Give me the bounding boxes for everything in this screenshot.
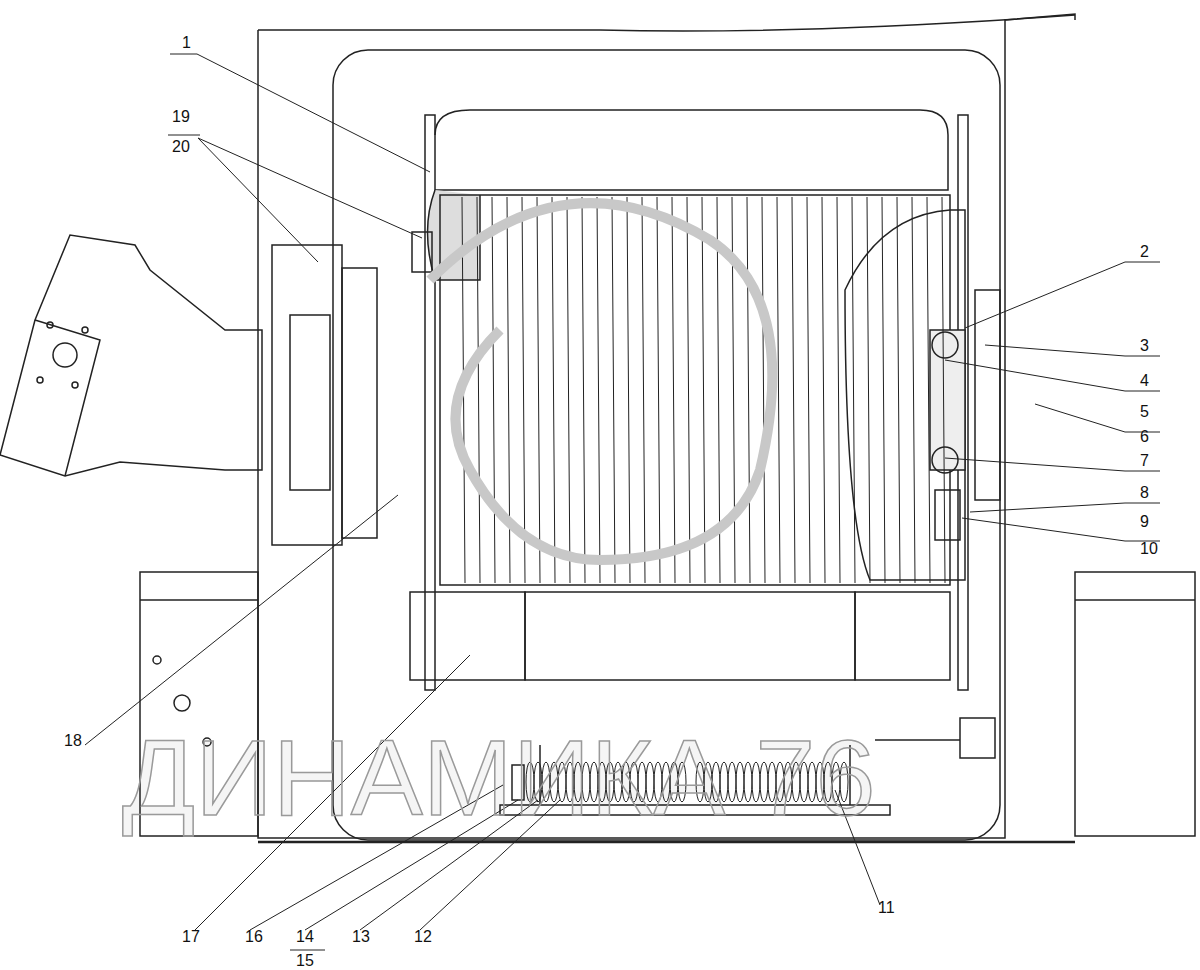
rope-turn	[837, 197, 840, 583]
callout-number: 9	[1140, 513, 1149, 531]
callout-number: 3	[1140, 337, 1149, 355]
rope-turn	[657, 197, 660, 583]
callout-number: 19	[172, 108, 190, 126]
rope-turn	[642, 197, 645, 583]
rope-turn	[492, 197, 495, 583]
callout-number: 18	[64, 732, 82, 750]
callout-number: 2	[1140, 243, 1149, 261]
rope-turn	[747, 197, 750, 583]
callout-number: 1	[182, 34, 191, 52]
rope-turn	[942, 197, 945, 583]
callout-number: 6	[1140, 428, 1149, 446]
rope-turn	[627, 197, 630, 583]
callout-number: 5	[1140, 403, 1149, 421]
leader-lines	[85, 54, 1160, 950]
rope-turn	[897, 197, 900, 583]
rope-turn	[927, 197, 930, 583]
rope-turn	[672, 197, 675, 583]
callout-number: 8	[1140, 484, 1149, 502]
rope-turn	[687, 197, 690, 583]
callout-number: 10	[1140, 540, 1158, 558]
rope-turn	[882, 197, 885, 583]
callout-number: 4	[1140, 372, 1149, 390]
rope-turn	[582, 197, 585, 583]
callout-number: 17	[182, 928, 200, 946]
rope-turn	[702, 197, 705, 583]
callout-number: 7	[1140, 452, 1149, 470]
rope-turn	[522, 197, 525, 583]
rope-turn	[867, 197, 870, 583]
rope-turn	[597, 197, 600, 583]
callout-number: 14	[296, 928, 314, 946]
watermark-logo	[430, 203, 772, 560]
rope-turn	[852, 197, 855, 583]
rope-turn	[567, 197, 570, 583]
watermark: ДИНАМИКА 76	[122, 723, 875, 833]
rope-turn	[477, 197, 480, 583]
drum	[412, 110, 1000, 690]
callout-number: 15	[296, 952, 314, 970]
rope-turn	[792, 197, 795, 583]
callout-number: 11	[878, 899, 895, 917]
rope-turn	[537, 197, 540, 583]
rope-turn	[777, 197, 780, 583]
rope-turn	[807, 197, 810, 583]
callout-number: 16	[245, 928, 263, 946]
frame	[140, 14, 1195, 842]
callout-number: 12	[414, 928, 432, 946]
motor	[0, 235, 377, 545]
rope-turn	[762, 197, 765, 583]
callout-number: 13	[352, 928, 370, 946]
callout-number: 20	[172, 138, 190, 156]
rope-turn	[612, 197, 615, 583]
rope-turn	[552, 197, 555, 583]
rope-turn	[912, 197, 915, 583]
rope-turn	[822, 197, 825, 583]
